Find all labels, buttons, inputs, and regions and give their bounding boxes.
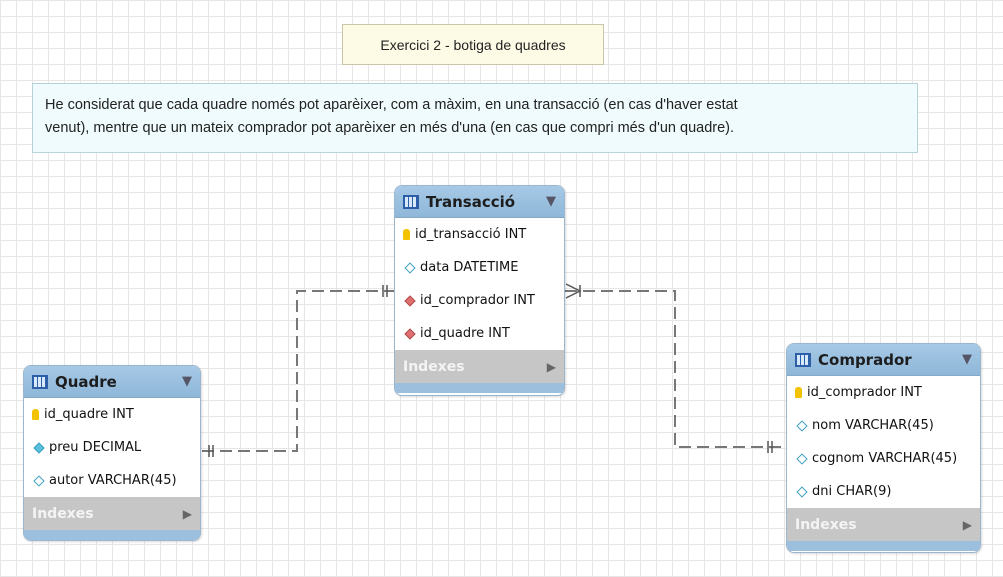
indexes-label: Indexes <box>795 516 857 533</box>
column-row[interactable]: autor VARCHAR(45) <box>24 464 200 497</box>
column-row[interactable]: id_comprador INT <box>395 284 564 317</box>
triangle-right-icon[interactable]: ▶ <box>962 517 972 532</box>
table-name: Quadre <box>55 372 117 391</box>
diamond-icon <box>33 441 45 454</box>
table-header[interactable]: Transacció ▼ <box>395 186 564 218</box>
table-icon <box>32 374 48 389</box>
table-quadre[interactable]: Quadre ▼ id_quadre INT preu DECIMAL auto… <box>23 365 201 541</box>
indexes-section[interactable]: Indexes ▶ <box>787 508 980 541</box>
indexes-section[interactable]: Indexes ▶ <box>395 350 564 383</box>
column-label: data DATETIME <box>420 260 519 275</box>
column-label: cognom VARCHAR(45) <box>812 451 958 466</box>
red-diamond-icon <box>404 294 416 307</box>
column-row[interactable]: id_quadre INT <box>24 398 200 431</box>
table-icon <box>795 352 811 367</box>
diamond-icon <box>796 452 808 465</box>
column-label: id_comprador INT <box>807 385 922 400</box>
triangle-down-icon[interactable]: ▼ <box>182 374 192 389</box>
description-line-1: He considerat que cada quadre només pot … <box>45 97 738 113</box>
column-label: id_transacció INT <box>415 227 527 242</box>
indexes-label: Indexes <box>403 358 465 375</box>
table-name: Transacció <box>426 192 516 211</box>
description-note[interactable]: He considerat que cada quadre només pot … <box>32 83 918 153</box>
table-footer <box>24 530 200 540</box>
triangle-down-icon[interactable]: ▼ <box>546 194 556 209</box>
column-label: autor VARCHAR(45) <box>49 473 177 488</box>
column-label: dni CHAR(9) <box>812 484 892 499</box>
table-footer <box>395 383 564 393</box>
diagram-title-text: Exercici 2 - botiga de quadres <box>380 36 566 53</box>
column-row[interactable]: preu DECIMAL <box>24 431 200 464</box>
column-label: preu DECIMAL <box>49 440 142 455</box>
table-footer <box>787 541 980 551</box>
table-comprador[interactable]: Comprador ▼ id_comprador INT nom VARCHAR… <box>786 343 981 553</box>
key-icon <box>32 409 39 420</box>
red-diamond-icon <box>404 327 416 340</box>
column-row[interactable]: id_comprador INT <box>787 376 980 409</box>
triangle-down-icon[interactable]: ▼ <box>962 352 972 367</box>
diamond-icon <box>33 474 45 487</box>
table-name: Comprador <box>818 350 912 369</box>
column-row[interactable]: id_transacció INT <box>395 218 564 251</box>
column-row[interactable]: dni CHAR(9) <box>787 475 980 508</box>
column-row[interactable]: nom VARCHAR(45) <box>787 409 980 442</box>
column-label: id_quadre INT <box>420 326 510 341</box>
indexes-label: Indexes <box>32 505 94 522</box>
table-header[interactable]: Quadre ▼ <box>24 366 200 398</box>
relationship-quadre-transaccio <box>202 290 394 452</box>
triangle-right-icon[interactable]: ▶ <box>546 359 556 374</box>
table-transaccio[interactable]: Transacció ▼ id_transacció INT data DATE… <box>394 185 565 396</box>
diamond-icon <box>404 261 416 274</box>
column-label: id_quadre INT <box>44 407 134 422</box>
column-label: nom VARCHAR(45) <box>812 418 934 433</box>
column-row[interactable]: cognom VARCHAR(45) <box>787 442 980 475</box>
description-line-2: venut), mentre que un mateix comprador p… <box>45 120 735 136</box>
indexes-section[interactable]: Indexes ▶ <box>24 497 200 530</box>
diagram-title-note[interactable]: Exercici 2 - botiga de quadres <box>342 24 604 65</box>
table-header[interactable]: Comprador ▼ <box>787 344 980 376</box>
key-icon <box>795 387 802 398</box>
column-row[interactable]: data DATETIME <box>395 251 564 284</box>
column-row[interactable]: id_quadre INT <box>395 317 564 350</box>
key-icon <box>403 229 410 240</box>
column-label: id_comprador INT <box>420 293 535 308</box>
diamond-icon <box>796 485 808 498</box>
relationship-transaccio-comprador <box>565 290 786 448</box>
table-icon <box>403 194 419 209</box>
triangle-right-icon[interactable]: ▶ <box>182 506 192 521</box>
diamond-icon <box>796 419 808 432</box>
